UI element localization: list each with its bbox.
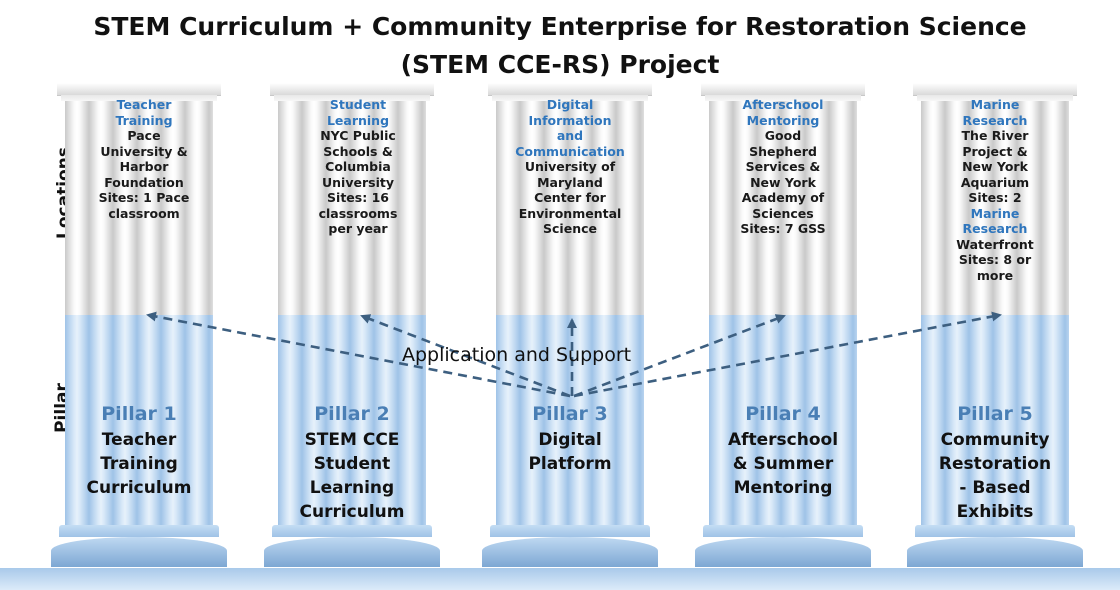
location-heading-line: Learning [326, 112, 390, 128]
location-text-line: Aquarium [960, 174, 1030, 190]
pillar-4-column [695, 83, 871, 590]
pillar-2-location: Student Learning NYC Public Schools & Co… [283, 97, 433, 237]
pillar-3-location: Digital Information and Communication Un… [495, 97, 645, 237]
pillar-3-name: Digital Platform [488, 428, 652, 476]
pillar-1-column [51, 83, 227, 590]
application-and-support-label: Application and Support [402, 344, 632, 366]
pillar-name-line: Curriculum [299, 502, 405, 522]
pillar-3-column [482, 83, 658, 590]
location-text-line: Waterfront [956, 236, 1034, 252]
location-text-line: Services & [745, 159, 821, 174]
location-heading-line: Research [962, 112, 1028, 128]
location-text-line: Science [543, 221, 597, 236]
pillar-name-line: Training [100, 454, 178, 474]
location-heading-line: Communication [515, 143, 625, 159]
diagram-title-line-1: STEM Curriculum + Community Enterprise f… [93, 12, 1027, 41]
location-text-line: Sites: 1 Pace [98, 190, 190, 205]
location-text-line: Maryland [537, 174, 603, 190]
location-heading-line: Research [962, 221, 1028, 236]
pillar-name-line: Learning [309, 478, 395, 498]
pillar-name-line: Restoration [938, 454, 1052, 474]
location-text-line: University of [524, 159, 616, 174]
location-text-line: Academy of [741, 190, 825, 205]
location-text-line: Shepherd [749, 143, 817, 159]
location-text-line: Foundation [104, 174, 184, 190]
location-heading-line: Mentoring [746, 112, 820, 128]
arrow-to-pillar-4 [573, 314, 786, 398]
pillar-3-number: Pillar 3 [532, 403, 608, 425]
pillar-4-location: Afterschool Mentoring Good Shepherd Serv… [708, 97, 858, 237]
location-text-line: Sites: 2 [968, 190, 1022, 205]
pillar-1-location: Teacher Training Pace University & Harbo… [69, 97, 219, 221]
location-heading-line: Afterschool [742, 97, 824, 112]
location-text-line: Sites: 16 [327, 190, 389, 205]
location-heading-line: Marine [970, 97, 1020, 112]
arrow-to-pillar-1 [146, 311, 571, 398]
pillar-name-line: - Based [959, 478, 1031, 498]
location-text-line: classrooms [318, 205, 398, 221]
location-text-line: University [322, 174, 394, 190]
pillar-2-column [264, 83, 440, 590]
location-heading-line: Training [115, 112, 173, 128]
location-text-line: Columbia [325, 159, 391, 174]
location-heading-line: Digital [546, 97, 594, 112]
arrow-to-pillar-2 [360, 314, 571, 398]
location-heading-line: Information [528, 112, 612, 128]
location-text-line: Pace [127, 128, 161, 143]
pillar-2-name: STEM CCE Student Learning Curriculum [270, 428, 434, 524]
pillar-name-line: Mentoring [733, 478, 833, 498]
location-text-line: Harbor [119, 159, 169, 174]
location-heading-line: Student [329, 97, 387, 112]
pillar-name-line: Afterschool [727, 430, 839, 450]
pillar-2-number: Pillar 2 [314, 403, 390, 425]
floor [0, 568, 1120, 590]
location-text-line: New York [750, 174, 816, 190]
location-text-line: Sites: 7 GSS [740, 221, 826, 236]
location-text-line: classroom [108, 205, 180, 221]
location-text-line: Good [764, 128, 802, 143]
diagram-title-line-2: (STEM CCE-RS) Project [400, 50, 720, 79]
pillar-1-number: Pillar 1 [101, 403, 177, 425]
pillar-name-line: Platform [528, 454, 612, 474]
pillar-4-number: Pillar 4 [745, 403, 821, 425]
location-heading-line: and [556, 128, 584, 143]
location-text-line: Sites: 8 or [958, 252, 1032, 267]
pillar-name-line: & Summer [732, 454, 834, 474]
location-text-line: University & [100, 143, 188, 159]
pillar-name-line: Exhibits [956, 502, 1034, 522]
location-text-line: New York [962, 159, 1028, 174]
location-text-line: Sciences [752, 205, 814, 221]
location-text-line: Center for [534, 190, 606, 205]
location-text-line: more [976, 267, 1014, 283]
pillar-5-number: Pillar 5 [957, 403, 1033, 425]
location-text-line: NYC Public [320, 128, 396, 143]
location-heading-line: Marine [970, 205, 1020, 221]
location-text-line: per year [328, 221, 388, 236]
location-text-line: Environmental [518, 205, 622, 221]
location-text-line: Project & [962, 143, 1028, 159]
pillar-name-line: STEM CCE [304, 430, 400, 450]
pillar-name-line: Student [313, 454, 391, 474]
location-text-line: Schools & [323, 143, 393, 159]
pillar-name-line: Teacher [101, 430, 177, 450]
arrow-to-pillar-5 [573, 311, 1002, 398]
pillar-name-line: Curriculum [86, 478, 192, 498]
pillar-5-location: Marine Research The River Project & New … [920, 97, 1070, 283]
location-heading-line: Teacher [116, 97, 172, 112]
pillar-5-column [907, 83, 1083, 590]
location-text-line: The River [961, 128, 1029, 143]
pillar-4-name: Afterschool & Summer Mentoring [701, 428, 865, 500]
pillar-name-line: Digital [538, 430, 602, 450]
pillar-1-name: Teacher Training Curriculum [57, 428, 221, 500]
pillar-name-line: Community [940, 430, 1050, 450]
pillar-5-name: Community Restoration - Based Exhibits [913, 428, 1077, 524]
